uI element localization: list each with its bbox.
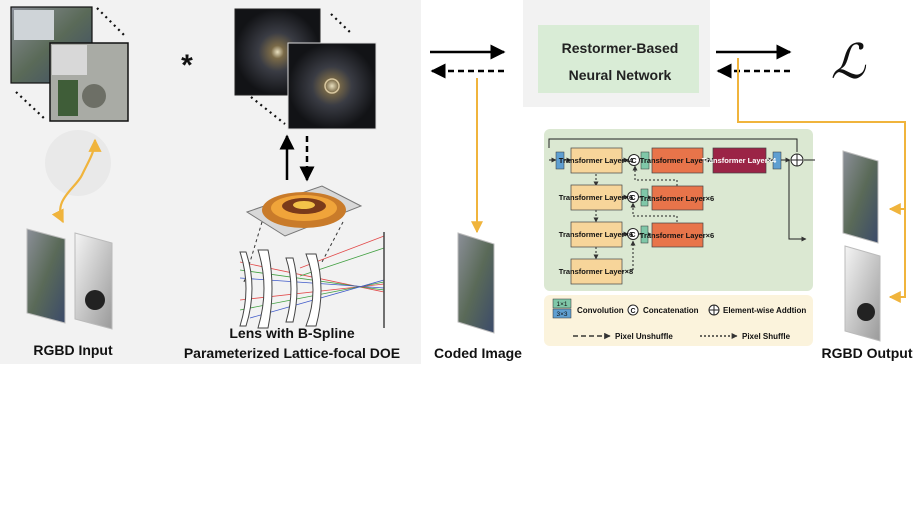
encoder-block-3-label: Transformer Layer×6 (559, 230, 633, 239)
legend-pixel-shuffle: Pixel Shuffle (742, 332, 791, 341)
decoder-block-3-label: Transformer Layer×6 (640, 231, 714, 240)
network-inner-box (538, 25, 699, 93)
rgbd-input-images (26, 228, 113, 330)
input-highlight (45, 130, 111, 196)
rgbd-output-label: RGBD Output (822, 345, 913, 361)
lens-label-line2: Parameterized Lattice-focal DOE (184, 345, 400, 361)
convolve-symbol: * (181, 49, 193, 82)
legend-conv1x1-swatch (552, 298, 572, 309)
doe-surface (245, 185, 363, 237)
lens-label-line1: Lens with B-Spline (229, 325, 354, 341)
coded-image-label: Coded Image (434, 345, 522, 361)
concat-label-3: C (630, 232, 635, 239)
decoder-block-2 (651, 185, 704, 211)
dotted-connector-lines (15, 7, 353, 125)
encoder-block-2 (570, 184, 623, 211)
legend-pixel-unshuffle: Pixel Unshuffle (615, 332, 673, 341)
encoder-block-2-label: Transformer Layer×6 (559, 193, 633, 202)
decoder-block-1-label: Transformer Layer×4 (640, 156, 715, 165)
input-yellow-arrow (51, 138, 102, 224)
legend-conv1x1-text: 1×1 (556, 301, 567, 308)
decoder-block-2-label: Transformer Layer×6 (640, 194, 714, 203)
network-title-line2: Neural Network (569, 67, 672, 83)
encoder-block-1-label: Transformer Layer×4 (559, 156, 634, 165)
legend-concatenation: Concatenation (643, 306, 699, 315)
conv3x3-out (772, 151, 782, 170)
refinement-block (712, 147, 767, 174)
concat-nodes: C C C (627, 154, 640, 240)
encoder-block-1 (570, 147, 623, 174)
legend-concat-icon (627, 304, 639, 316)
network-title-line1: Restormer-Based (562, 40, 679, 56)
conv1x1-level3 (640, 225, 649, 244)
concat-label-1: C (631, 158, 636, 165)
latent-block (570, 258, 623, 285)
rgbd-output-images (842, 150, 881, 342)
conv3x3-in (555, 151, 565, 170)
encoder-block-3 (570, 221, 623, 248)
psf-image-stack (234, 8, 377, 130)
legend-elementwise: Element-wise Addtion (723, 306, 806, 315)
conv1x1-level1 (640, 151, 650, 170)
legend-concat-icon-letter: C (630, 308, 635, 315)
decoder-block-1 (651, 147, 704, 174)
conv1x1-level2 (640, 188, 649, 207)
decoder-block-3 (651, 222, 704, 248)
transformer-blocks: Transformer Layer×4 Transformer Layer×4 … (559, 147, 777, 285)
loss-symbol: ℒ (831, 36, 867, 89)
legend-convolution: Convolution (577, 306, 624, 315)
lens-system (239, 221, 385, 329)
refinement-block-label: Transformer Layer×4 (702, 156, 777, 165)
input-image-stack (10, 6, 129, 122)
output-yellow-line (737, 58, 906, 303)
legend-panel (544, 295, 813, 346)
rgbd-input-label: RGBD Input (33, 342, 113, 358)
coded-image (457, 232, 495, 334)
legend-conv3x3-swatch (552, 308, 572, 319)
latent-block-label: Transformer Layer×8 (559, 267, 633, 276)
legend-conv3x3-text: 3×3 (556, 311, 567, 318)
concat-label-2: C (630, 195, 635, 202)
